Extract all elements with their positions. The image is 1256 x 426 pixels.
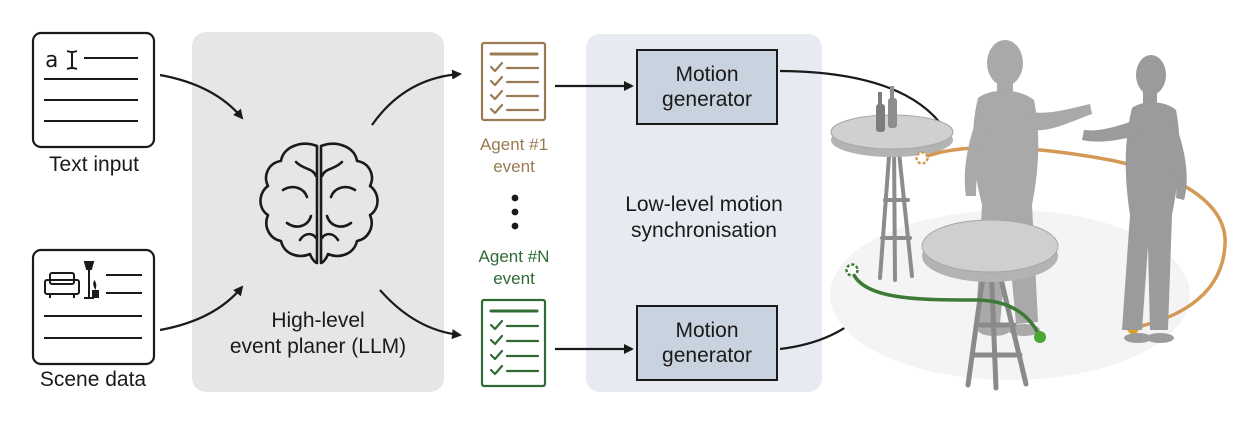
arrow-scene-to-planner	[159, 285, 244, 332]
sync-title-line2: synchronisation	[631, 218, 777, 242]
checklist-icon	[480, 298, 547, 388]
bottle-icon	[876, 86, 897, 132]
table-icon	[830, 114, 954, 282]
planner-title-line2: event planer (LLM)	[229, 334, 407, 358]
agentN-label-line1: Agent #N	[478, 247, 550, 266]
motion-generator-top: Motion generator	[636, 49, 778, 125]
human-figure-icon	[1082, 55, 1187, 343]
motion-generator-bottom-line2: generator	[662, 344, 752, 367]
arrow-planner-to-agentN	[379, 289, 462, 340]
checklist-icon	[480, 41, 547, 122]
agentN-label: Agent #N event	[458, 246, 570, 290]
scene-render	[830, 40, 1227, 391]
scene-data-label: Scene data	[39, 368, 147, 391]
motion-generator-top-line2: generator	[662, 88, 752, 111]
sofa-icon	[44, 272, 80, 298]
plant-icon	[92, 280, 99, 298]
sync-title: Low-level motion synchronisation	[590, 192, 818, 243]
lamp-icon	[83, 261, 95, 299]
motion-generator-top-line1: Motion	[675, 62, 739, 86]
motion-generator-bottom-line1: Motion	[675, 318, 739, 342]
arrow-planner-to-agent1	[371, 69, 462, 126]
agent1-label-line1: Agent #1	[479, 135, 549, 154]
agentN-label-line2: event	[493, 268, 535, 288]
scene-document-icon	[31, 248, 156, 366]
planner-title-line1: High-level	[271, 309, 365, 332]
brain-circuit-icon	[259, 142, 379, 265]
agent1-label-line2: event	[493, 156, 535, 176]
vertical-ellipsis	[511, 194, 519, 230]
arrow-text-to-planner	[159, 73, 244, 120]
agent1-label: Agent #1 event	[458, 134, 570, 178]
text-document-icon: a	[31, 31, 156, 149]
agentN-trajectory	[850, 269, 1042, 338]
text-glyph: a	[45, 48, 58, 73]
planner-title: High-level event planer (LLM)	[196, 308, 440, 359]
table-icon	[921, 219, 1059, 391]
motion-generator-bottom: Motion generator	[636, 305, 778, 381]
sync-title-line1: Low-level motion	[625, 193, 783, 216]
text-input-label: Text input	[49, 153, 139, 176]
text-cursor-icon	[66, 50, 78, 70]
